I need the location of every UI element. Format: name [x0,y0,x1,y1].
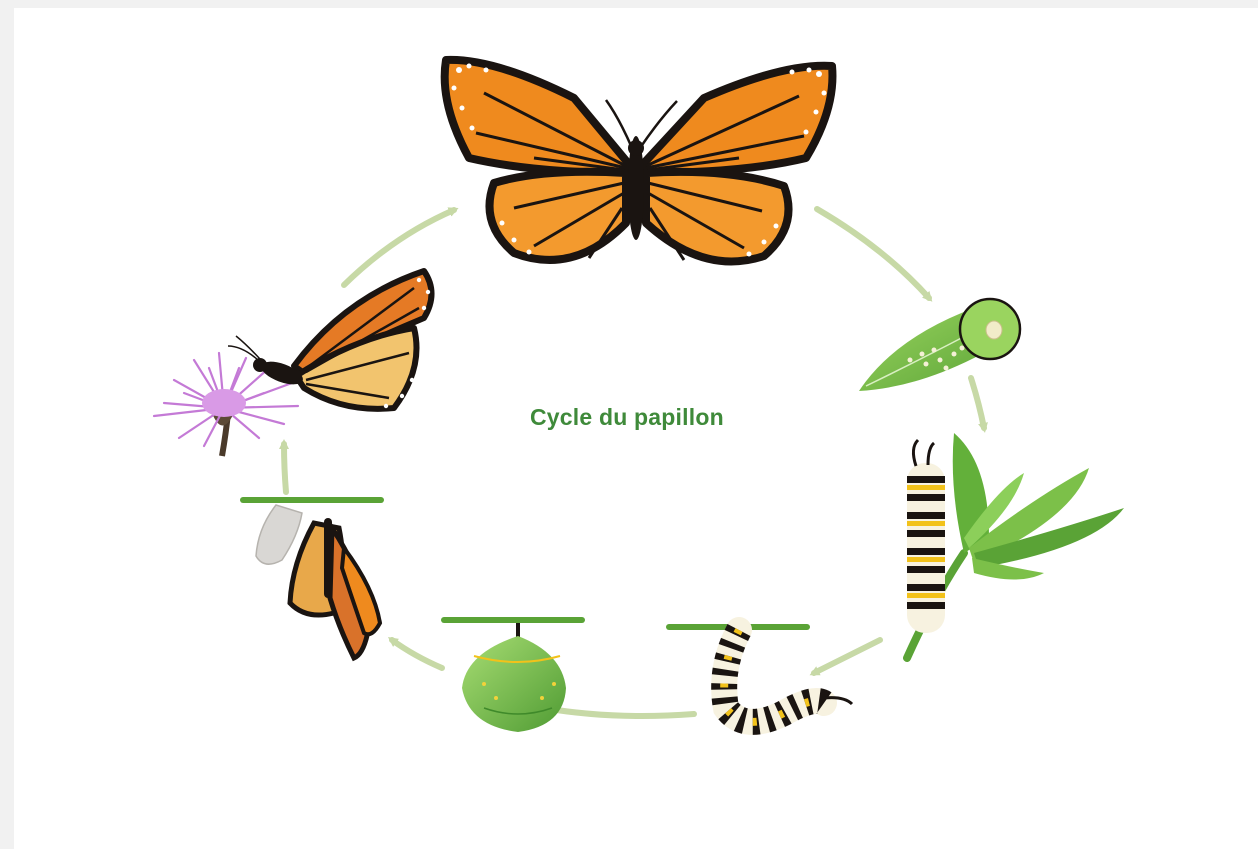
caterpillar-icon [907,433,1124,658]
arrow-butterfly-to-eggs [817,209,929,298]
arrow-caterpillar-to-hanging [814,640,880,673]
arrow-flower-to-butterfly [344,210,454,285]
eggs-on-leaf-icon [859,299,1020,391]
arrow-eggs-to-caterpillar [971,378,984,428]
arrow-chrysalis-to-emerging [392,640,442,668]
diagram-canvas: Cycle du papillon [14,8,1258,849]
chrysalis-icon [441,617,585,732]
arrow-hanging-to-chrysalis [544,708,694,716]
arrow-emerging-to-flower [284,444,286,492]
emerging-butterfly-icon [240,497,384,658]
butterfly-on-flower-icon [154,271,432,456]
hanging-caterpillar-icon [666,624,852,722]
monarch-butterfly-icon [445,60,833,262]
diagram-title: Cycle du papillon [530,404,724,431]
